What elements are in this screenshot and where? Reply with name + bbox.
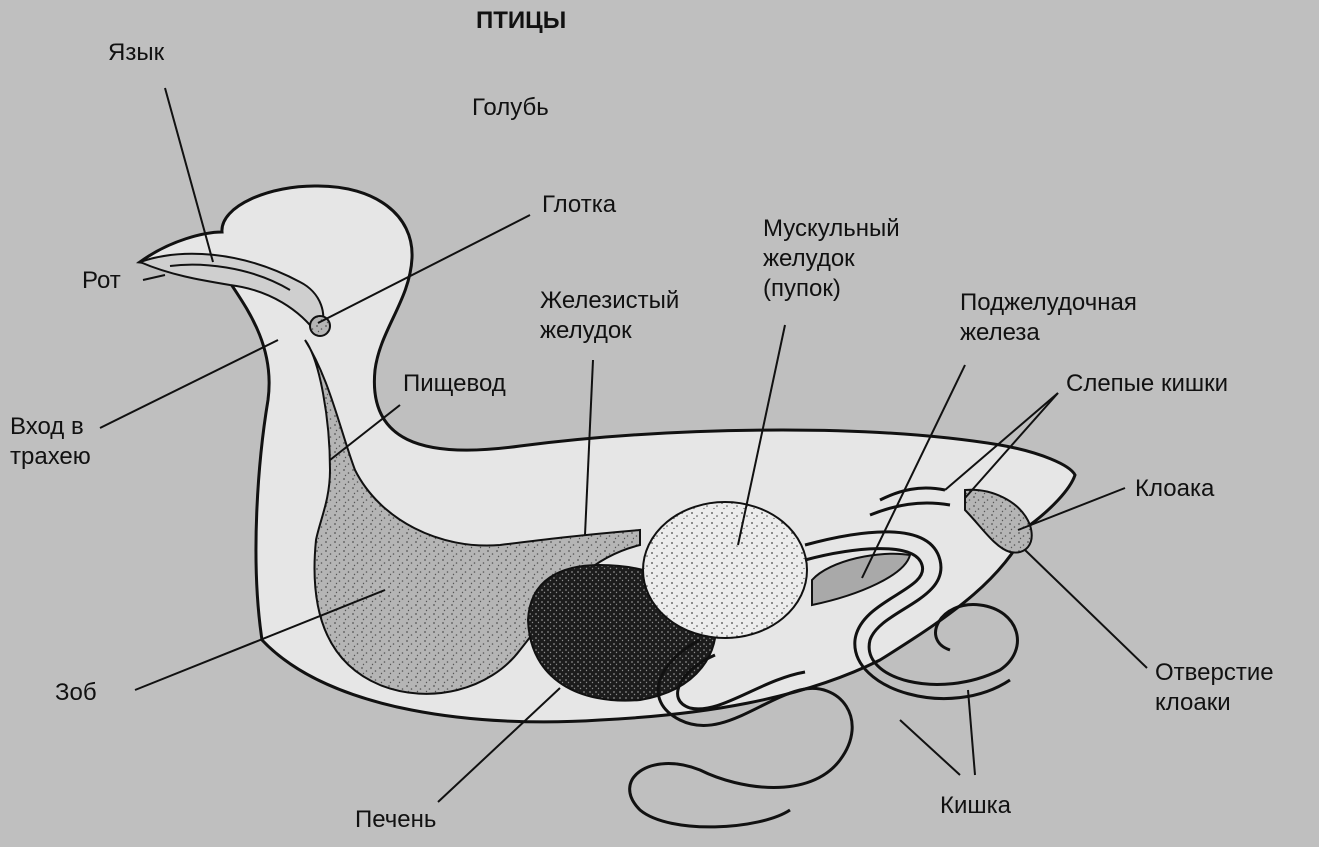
label-liver: Печень [355,805,436,835]
diagram-subtitle: Голубь [472,93,549,123]
label-caeca: Слепые кишки [1066,369,1228,399]
label-glandular-stomach: Железистый желудок [540,286,679,346]
gizzard-shape [643,502,807,638]
diagram-title: ПТИЦЫ [476,6,566,36]
label-cloaca-opening: Отверстие клоаки [1155,658,1274,718]
label-tongue: Язык [108,38,164,68]
label-cloaca: Клоака [1135,474,1214,504]
label-muscular-stomach: Мускульный желудок (пупок) [763,214,900,304]
label-crop: Зоб [55,678,97,708]
label-pancreas: Поджелудочная железа [960,288,1137,348]
label-intestine: Кишка [940,791,1011,821]
label-esophagus: Пищевод [403,369,506,399]
label-pharynx: Глотка [542,190,616,220]
label-trachea-entry: Вход в трахею [10,412,91,472]
label-mouth: Рот [82,266,121,296]
